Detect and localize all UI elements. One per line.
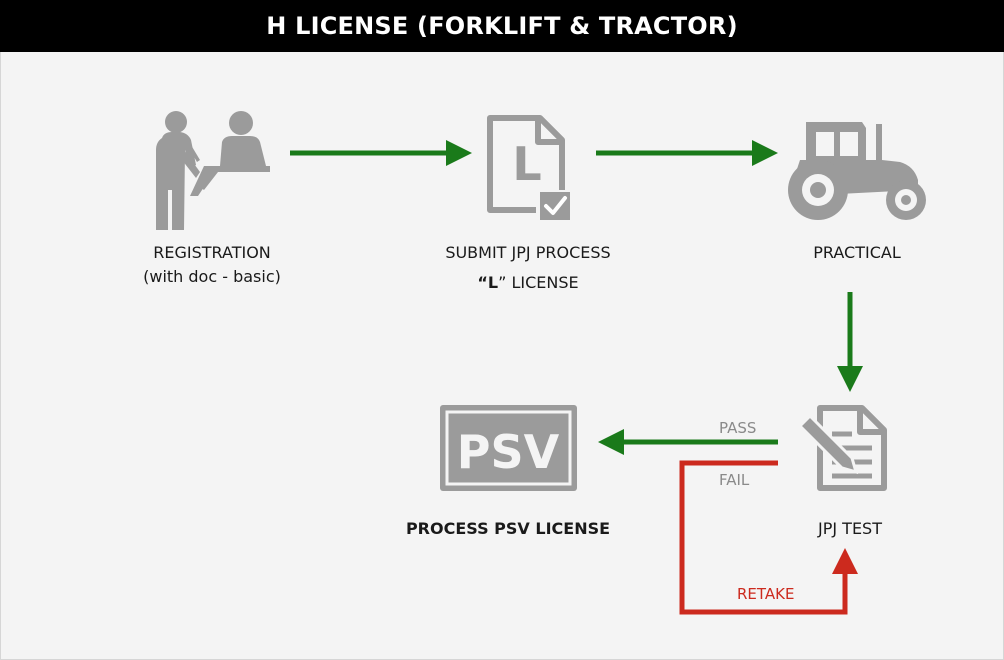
submit-license-text: ” LICENSE — [498, 273, 579, 292]
arrow-fail-retake-loop — [679, 460, 858, 615]
psv-label: PROCESS PSV LICENSE — [405, 519, 611, 538]
submit-label: SUBMIT JPJ PROCESS “L” LICENSE — [418, 241, 638, 295]
l-letter-glyph: L — [512, 137, 541, 191]
arrow-registration-to-submit — [290, 140, 472, 166]
tractor-icon — [788, 122, 926, 220]
fail-label: FAIL — [719, 471, 750, 489]
submit-label-line2: “L” LICENSE — [418, 271, 638, 295]
arrow-submit-to-practical — [596, 140, 778, 166]
diagram-title: H LICENSE (FORKLIFT & TRACTOR) — [0, 0, 1004, 52]
registration-label-line2: (with doc - basic) — [143, 267, 281, 286]
submit-l-letter: L — [487, 273, 499, 292]
test-document-pencil-icon — [797, 405, 887, 491]
submit-label-line1: SUBMIT JPJ PROCESS — [445, 243, 611, 262]
submit-quote-open: “ — [477, 273, 488, 292]
practical-label: PRACTICAL — [813, 243, 901, 262]
psv-badge-icon: PSV — [440, 405, 577, 491]
jpj-test-label: JPJ TEST — [818, 519, 882, 538]
retake-label: RETAKE — [737, 585, 795, 603]
arrow-practical-to-test — [837, 292, 863, 392]
arrow-pass-to-psv — [598, 429, 778, 455]
registration-icon — [156, 111, 270, 230]
psv-badge-text: PSV — [457, 425, 560, 479]
l-license-document-icon: L — [487, 115, 572, 222]
pass-label: PASS — [719, 419, 757, 437]
registration-label-line1: REGISTRATION — [153, 243, 271, 262]
registration-label: REGISTRATION (with doc - basic) — [112, 241, 312, 289]
